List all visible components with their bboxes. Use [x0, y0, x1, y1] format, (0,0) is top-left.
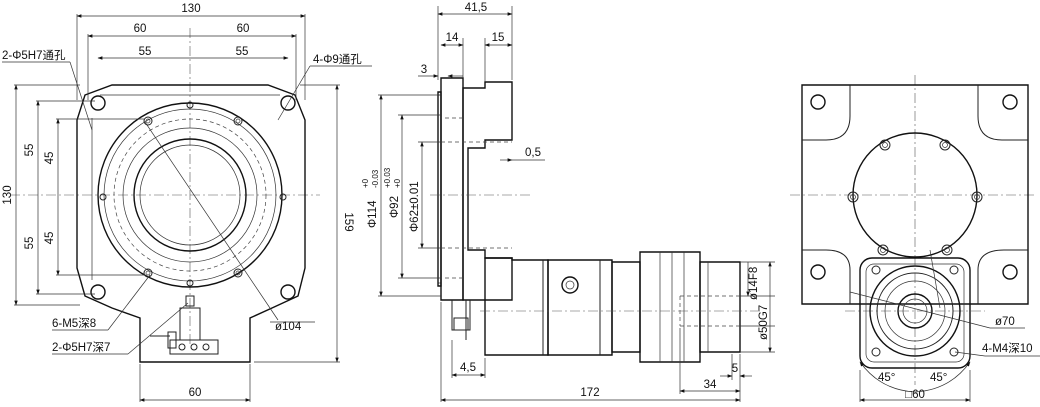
side-motor-plug [561, 276, 579, 294]
dim-14: 14 [446, 32, 459, 44]
dim-outer-half-bottom: 55 [24, 237, 36, 250]
side-reducer-body [462, 81, 513, 301]
front-view: 130 60 60 55 55 130 55 55 45 45 159 60 [2, 3, 372, 402]
through-hole-tl [90, 95, 106, 111]
front-pcd-circle [113, 118, 267, 272]
rear-motor-circle-outer [869, 265, 961, 357]
label-m5: 6-M5深8 [52, 316, 96, 330]
side-motor-body [547, 259, 613, 356]
rear-plate-outline [801, 84, 1029, 305]
rear-view: ø70 4-M4深10 45° 45° □60 [790, 75, 1040, 402]
label-m4: 4-M4深10 [982, 341, 1033, 355]
rear-shaft-circle [897, 293, 933, 329]
dim-114-tol-up: +0 [361, 178, 370, 188]
rear-hole-bl [810, 264, 826, 280]
m5-tapped-holes [99, 101, 287, 287]
front-flange-step-circle [103, 108, 277, 282]
dim-15: 15 [492, 32, 505, 44]
front-plate-chamfer-lines [91, 94, 280, 280]
front-plate-outline [76, 84, 306, 363]
rear-hole-br [1002, 264, 1018, 280]
dim-92-tol-up: +0.03 [383, 167, 392, 188]
dim-height-159: 159 [342, 212, 354, 231]
dim-3: 3 [421, 64, 427, 76]
side-motor-end [699, 261, 741, 353]
dim-hole-left: 55 [139, 46, 152, 58]
dim-172: 172 [580, 387, 599, 399]
dim-92: Φ92 [389, 196, 401, 218]
label-square: □60 [905, 389, 925, 401]
label-pin-holes: 2-Φ5H7通孔 [2, 49, 66, 62]
label-pcd: ø104 [275, 321, 302, 333]
through-hole-bl [90, 284, 106, 300]
side-motor-ring1 [611, 261, 641, 353]
label-d70: ø70 [995, 316, 1015, 328]
dim-14f8: ø14F8 [748, 267, 760, 300]
dim-45: 4,5 [460, 362, 476, 374]
through-hole-br [280, 284, 296, 300]
front-bore-inner-circle [139, 144, 241, 246]
side-flange-plate [440, 77, 464, 301]
front-seal-circle [122, 127, 258, 263]
rear-hole-tr [1002, 94, 1018, 110]
dim-05: 0,5 [525, 147, 541, 159]
label-through-holes: 4-Φ9通孔 [313, 53, 362, 66]
dim-outer-half-top: 55 [24, 144, 36, 157]
dim-62: Φ62±0.01 [409, 181, 421, 232]
front-pin-hole-bottom [185, 295, 195, 307]
dim-50g7: ø50G7 [758, 305, 770, 340]
side-view: 41,5 14 15 3 0,5 Φ114 +0 -0.03 Φ92 +0.03… [361, 2, 775, 402]
side-bracket [451, 300, 471, 331]
rear-hole-tl [810, 94, 826, 110]
dim-92-tol-dn: +0 [393, 178, 402, 188]
front-bracket [167, 307, 201, 349]
dim-5: 5 [732, 363, 738, 375]
dim-inner-half-bottom: 45 [44, 232, 56, 245]
dim-bottom-60: 60 [189, 387, 202, 399]
side-hidden-lines [441, 117, 512, 279]
dim-half-width-left: 60 [134, 23, 147, 35]
front-flange-outer-circle [97, 102, 283, 288]
dim-total-width: 130 [181, 3, 200, 15]
dim-114: Φ114 [367, 200, 379, 228]
label-pin-depth: 2-Φ5H7深7 [52, 340, 110, 354]
rear-main-circle [852, 132, 978, 258]
dim-415: 41,5 [465, 2, 487, 14]
label-45-left: 45° [878, 372, 895, 384]
dim-34: 34 [704, 379, 717, 391]
through-hole-tr [280, 95, 296, 111]
dim-hole-right: 55 [236, 46, 249, 58]
rear-motor-square [859, 257, 971, 369]
side-motor-ring2 [639, 251, 701, 363]
dim-half-width-right: 60 [237, 23, 250, 35]
side-motor-adapter [484, 257, 549, 356]
dim-inner-half-top: 45 [44, 152, 56, 165]
front-connector [169, 339, 219, 355]
label-45-right: 45° [930, 372, 947, 384]
dim-114-tol-dn: -0.03 [371, 169, 380, 188]
side-flange-lip [437, 91, 442, 287]
front-bore-circle [133, 138, 247, 252]
dim-total-height: 130 [2, 185, 14, 204]
